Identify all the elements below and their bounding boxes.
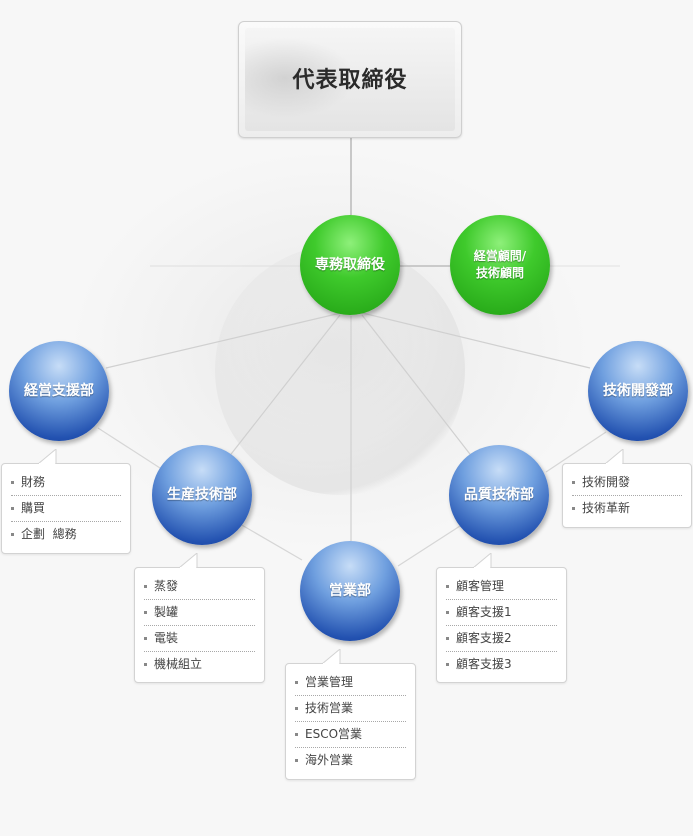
list-item-text: 技術開發	[582, 475, 631, 489]
list-gijutsu-kaihatsu-pointer	[604, 449, 624, 464]
bullet-icon	[295, 759, 298, 762]
node-seisan: 生産技術部	[152, 445, 252, 545]
connector-senmu-seisan	[227, 314, 341, 459]
list-hinshitsu: 顧客管理 顧客支援1 顧客支援2 顧客支援3	[436, 553, 567, 683]
node-seisan-label: 生産技術部	[167, 487, 237, 503]
list-seisan-pointer	[178, 553, 198, 568]
list-gijutsu-kaihatsu: 技術開發 技術革新	[562, 449, 692, 528]
node-keiei: 経営支援部	[9, 341, 109, 441]
bullet-icon	[144, 585, 147, 588]
list-item-text: 技術革新	[582, 501, 631, 515]
list-item-text: 技術営業	[305, 701, 354, 715]
list-item-text: 顧客支援2	[456, 631, 512, 645]
connector-keiei-seisan	[97, 427, 161, 469]
bullet-icon	[144, 611, 147, 614]
list-item-text: 製罐	[154, 605, 179, 619]
bullet-icon	[572, 507, 575, 510]
bullet-icon	[11, 533, 14, 536]
node-advisor-label-line1: 経営顧問/	[473, 249, 527, 263]
node-eigyo-label: 営業部	[329, 583, 371, 599]
bullet-icon	[11, 507, 14, 510]
list-item: 海外営業	[295, 748, 406, 773]
bullet-icon	[295, 733, 298, 736]
connector-hinshitsu-eigyo	[397, 525, 461, 567]
bullet-icon	[144, 637, 147, 640]
bullet-icon	[295, 707, 298, 710]
node-gijutsu-kaihatsu-label: 技術開發部	[603, 383, 673, 399]
list-item: ESCO営業	[295, 722, 406, 748]
bullet-icon	[446, 585, 449, 588]
node-hinshitsu: 品質技術部	[449, 445, 549, 545]
list-item: 技術革新	[572, 496, 682, 521]
list-item: 技術開發	[572, 470, 682, 496]
bullet-icon	[11, 481, 14, 484]
list-eigyo: 営業管理 技術営業 ESCO営業 海外営業	[285, 649, 416, 780]
node-hinshitsu-label: 品質技術部	[464, 487, 534, 503]
ceo-box-background	[245, 28, 455, 131]
list-item: 顧客管理	[446, 574, 557, 600]
list-item-text: 海外営業	[305, 753, 354, 767]
bullet-icon	[446, 611, 449, 614]
ceo-title: 代表取締役	[292, 68, 408, 93]
list-item: 電裝	[144, 626, 255, 652]
connector-seisan-eigyo	[239, 523, 303, 561]
bullet-icon	[446, 637, 449, 640]
list-item: 技術営業	[295, 696, 406, 722]
list-item-text: 財務	[21, 475, 46, 489]
node-keiei-label: 経営支援部	[24, 383, 94, 399]
list-keiei: 財務 購買 企劃 總務	[1, 449, 131, 554]
list-item: 顧客支援3	[446, 652, 557, 677]
list-eigyo-pointer	[321, 649, 341, 664]
connector-senmu-keiei	[105, 311, 346, 369]
node-senmu-label: 専務取締役	[315, 257, 385, 273]
list-keiei-pointer	[37, 449, 57, 464]
list-item-text: ESCO営業	[305, 727, 363, 741]
list-item: 蒸發	[144, 574, 255, 600]
list-item-text: 営業管理	[305, 675, 354, 689]
list-item: 購買	[11, 496, 121, 522]
bullet-icon	[144, 663, 147, 666]
list-item-text: 購買	[21, 501, 46, 515]
list-item: 営業管理	[295, 670, 406, 696]
list-seisan: 蒸發 製罐 電裝 機械組立	[134, 553, 265, 683]
node-gijutsu-kaihatsu: 技術開發部	[588, 341, 688, 441]
list-item: 製罐	[144, 600, 255, 626]
bullet-icon	[295, 681, 298, 684]
list-item: 顧客支援1	[446, 600, 557, 626]
node-advisor-label-line2: 技術顧問	[475, 266, 524, 280]
connector-gijutsu-hinshitsu	[545, 431, 607, 473]
list-item-text: 電裝	[154, 631, 179, 645]
list-item-text: 顧客支援3	[456, 657, 512, 671]
bullet-icon	[572, 481, 575, 484]
node-advisor: 経営顧問/ 技術顧問	[450, 215, 550, 315]
node-advisor-label: 経営顧問/ 技術顧問	[474, 248, 526, 282]
list-item: 企劃 總務	[11, 522, 121, 547]
list-item-text: 顧客管理	[456, 579, 505, 593]
list-item: 機械組立	[144, 652, 255, 677]
list-item-text: 機械組立	[154, 657, 203, 671]
ceo-box: 代表取締役	[238, 21, 462, 138]
bullet-icon	[446, 663, 449, 666]
list-item-text: 企劃 總務	[21, 527, 77, 541]
list-item: 顧客支援2	[446, 626, 557, 652]
node-senmu: 専務取締役	[300, 215, 400, 315]
list-item-text: 顧客支援1	[456, 605, 512, 619]
connector-senmu-hinshitsu	[361, 314, 474, 459]
list-hinshitsu-pointer	[472, 553, 492, 568]
list-item: 財務	[11, 470, 121, 496]
node-eigyo: 営業部	[300, 541, 400, 641]
connector-senmu-gijutsu	[357, 311, 591, 369]
list-item-text: 蒸發	[154, 579, 179, 593]
